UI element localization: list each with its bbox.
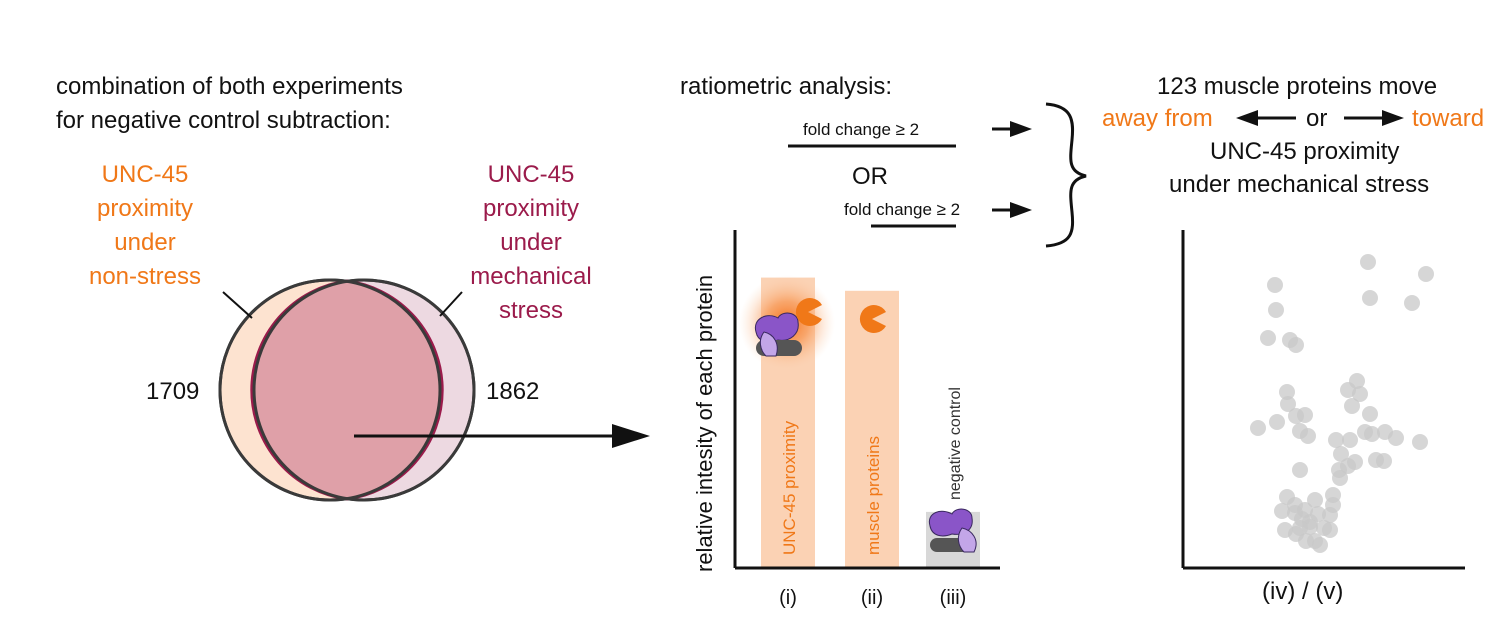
bar-chart: UNC-45 proximity (i) muscle proteins (ii) ne…: [692, 230, 1000, 609]
scatter-point: [1376, 453, 1392, 469]
scatter-point: [1340, 458, 1356, 474]
muscle-pacman-icon: [859, 305, 886, 333]
venn-right-circle-outline: [252, 278, 476, 502]
scatter-point: [1280, 396, 1296, 412]
points-group: [1250, 254, 1434, 553]
venn-right-label-line: proximity: [482, 195, 579, 222]
scatter-point: [1292, 462, 1308, 478]
result-or: or: [1306, 105, 1328, 132]
scatter-point: [1388, 430, 1404, 446]
scatter-point: [1307, 492, 1323, 508]
scatter-point: [1352, 386, 1368, 402]
unc45-complex-icon: [754, 298, 822, 357]
scatter-point: [1292, 520, 1308, 536]
orange-pacman-icon: [795, 298, 822, 326]
scatter-point: [1344, 398, 1360, 414]
scatter-point: [1297, 502, 1313, 518]
scatter-point: [1297, 407, 1313, 423]
bar-2: [845, 290, 899, 568]
venn-left-circle-outline: [218, 278, 442, 502]
venn-right-leader: [439, 291, 463, 317]
venn-right-label-line: UNC-45: [487, 161, 575, 188]
scatter-point: [1332, 470, 1348, 486]
scatter-point: [1267, 277, 1283, 293]
scatter-point: [1322, 522, 1338, 538]
scatter-point: [1342, 432, 1358, 448]
bar-tick-2: (ii): [861, 587, 883, 609]
scatter-point: [1404, 295, 1420, 311]
venn-right-count: 1862: [486, 378, 540, 405]
scatter-point: [1310, 506, 1326, 522]
scatter-point: [1333, 446, 1349, 462]
criterion-1-arrowhead: [1010, 121, 1032, 137]
scatter-point: [1360, 254, 1376, 270]
ratiometric-heading: ratiometric analysis:: [680, 73, 893, 100]
venn-left-label-line: UNC-45: [101, 161, 189, 188]
scatter-point: [1279, 384, 1295, 400]
venn-left-label: UNC-45 proximity under non-stress: [60, 158, 230, 294]
result-line3: UNC-45 proximity: [1210, 138, 1400, 165]
venn-right-label-line: stress: [498, 297, 563, 324]
venn-right-label-line: mechanical: [470, 263, 592, 290]
bar-label-2: muscle proteins: [864, 436, 883, 555]
scatter-point: [1322, 507, 1338, 523]
scatter-point: [1268, 302, 1284, 318]
venn-heading-line2: for negative control subtraction:: [56, 107, 391, 134]
scatter-point: [1298, 533, 1314, 549]
toward-arrowhead: [1382, 110, 1404, 126]
scatter-point: [1288, 337, 1304, 353]
or-label: OR: [852, 163, 888, 190]
venn-left-count: 1709: [146, 378, 200, 405]
light-purple-cap-icon: [759, 331, 778, 357]
venn-left-label-line: non-stress: [88, 263, 202, 290]
scatter-point: [1362, 290, 1378, 306]
venn-left-leader: [222, 291, 253, 319]
scatter-point: [1312, 537, 1328, 553]
scatter-point: [1328, 432, 1344, 448]
venn-diagram: [218, 278, 476, 502]
result-line1: 123 muscle proteins move: [1157, 73, 1438, 100]
bar-label-1: UNC-45 proximity: [780, 420, 799, 555]
curly-brace: [1045, 102, 1087, 248]
scatter-point: [1412, 434, 1428, 450]
negative-control-complex-icon: [928, 508, 977, 553]
result-line4: under mechanical stress: [1169, 171, 1430, 198]
scatter-point: [1418, 266, 1434, 282]
result-toward: toward: [1412, 105, 1485, 132]
bar-label-3: negative control: [947, 387, 964, 500]
venn-right-label: UNC-45 proximity under mechanical stress: [446, 158, 616, 328]
venn-heading-line1: combination of both experiments: [56, 73, 403, 100]
venn-left-label-line: proximity: [96, 195, 193, 222]
result-away-from: away from: [1102, 105, 1213, 132]
criterion-2-label: fold change ≥ 2: [844, 200, 961, 219]
criterion-2-arrowhead: [1010, 202, 1032, 218]
scatter-point: [1364, 426, 1380, 442]
scatter-point: [1250, 420, 1266, 436]
away-arrowhead: [1236, 110, 1258, 126]
scatter-plot: [1181, 230, 1465, 570]
scatter-point: [1362, 406, 1378, 422]
scatter-point: [1274, 503, 1290, 519]
scatter-x-axis-label: (iv) / (v): [1262, 578, 1344, 605]
light-purple-cap-icon: [957, 527, 977, 553]
scatter-point: [1260, 330, 1276, 346]
venn-right-label-line: under: [500, 229, 562, 256]
criterion-1-label: fold change ≥ 2: [803, 120, 920, 139]
scatter-point: [1300, 428, 1316, 444]
bar-tick-1: (i): [779, 587, 797, 609]
scatter-point: [1269, 414, 1285, 430]
venn-overlap-region: [254, 280, 440, 500]
bar-tick-3: (iii): [940, 587, 967, 609]
bar-chart-y-axis-label: relative intesity of each protein: [692, 275, 717, 572]
venn-left-label-line: under: [114, 229, 176, 256]
venn-to-chart-arrowhead: [612, 424, 650, 448]
